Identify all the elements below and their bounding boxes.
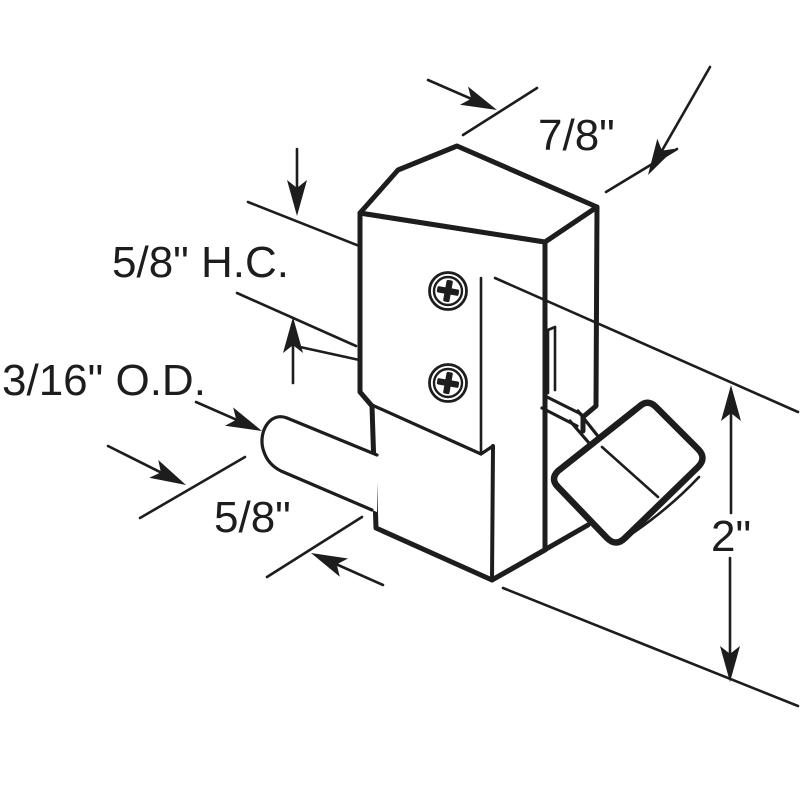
arrow-hole-centers-down — [287, 147, 307, 216]
dimensions: 7/8" 5/8" H.C. 3/16" O.D. 5/8" 2" — [2, 65, 751, 682]
latch-slot — [546, 325, 557, 395]
rail-line-lower-left-a — [235, 291, 358, 348]
arrow-pin-length-left — [106, 444, 186, 485]
ext-line-pin-length-left — [138, 455, 247, 520]
rail-reference-lines-right — [493, 276, 800, 708]
phillips-cross-icon — [436, 371, 460, 395]
lever-arm-upper-line — [576, 409, 599, 437]
lock-body — [357, 143, 600, 583]
locking-pin — [260, 415, 379, 512]
thumb-lever-thickness-line — [619, 475, 701, 543]
pin-outline — [260, 415, 379, 512]
arrow-pin-length-right — [311, 553, 385, 587]
body-back-right-edge — [580, 204, 600, 434]
arrow-height-down — [720, 556, 740, 682]
arrow-hole-centers-up — [283, 317, 303, 385]
rail-line-upper-right — [493, 276, 800, 414]
lever-arm-lower-line — [568, 419, 591, 445]
dimension-label-top-width: 7/8" — [538, 111, 615, 160]
arrow-top-width-left — [426, 78, 497, 110]
base-front-right-edge — [490, 444, 495, 582]
mounting-screw-bottom — [428, 363, 468, 403]
thumb-lever — [550, 399, 706, 546]
base-bottom-right-edge — [489, 522, 591, 583]
phillips-cross-icon — [436, 279, 460, 303]
arrow-pin-diameter — [194, 400, 262, 431]
dimension-label-hole-centers: 5/8" H.C. — [112, 238, 289, 287]
arrow-height-up — [721, 385, 741, 515]
dimension-label-pin-outer-diameter: 3/16" O.D. — [2, 356, 206, 405]
screw-head-inner-ring — [432, 367, 464, 399]
dimension-label-pin-length: 5/8" — [214, 493, 291, 542]
thumb-lever-outline — [550, 399, 706, 546]
latch-bolt-upper-edge — [543, 394, 583, 416]
thumb-lever-face-mark — [600, 445, 660, 499]
rail-line-lower-right — [501, 586, 800, 708]
ext-line-pin-length-right — [265, 515, 364, 579]
ext-line-top-width-left — [461, 86, 539, 137]
latch-slot-top-line — [546, 325, 557, 332]
screw-head-inner-ring — [432, 275, 464, 307]
pin-fill — [261, 416, 377, 512]
arrow-top-width-right — [648, 65, 712, 175]
body-top-face — [357, 143, 600, 245]
mounting-screw-top — [428, 271, 468, 311]
dimension-label-overall-height: 2" — [711, 512, 751, 561]
